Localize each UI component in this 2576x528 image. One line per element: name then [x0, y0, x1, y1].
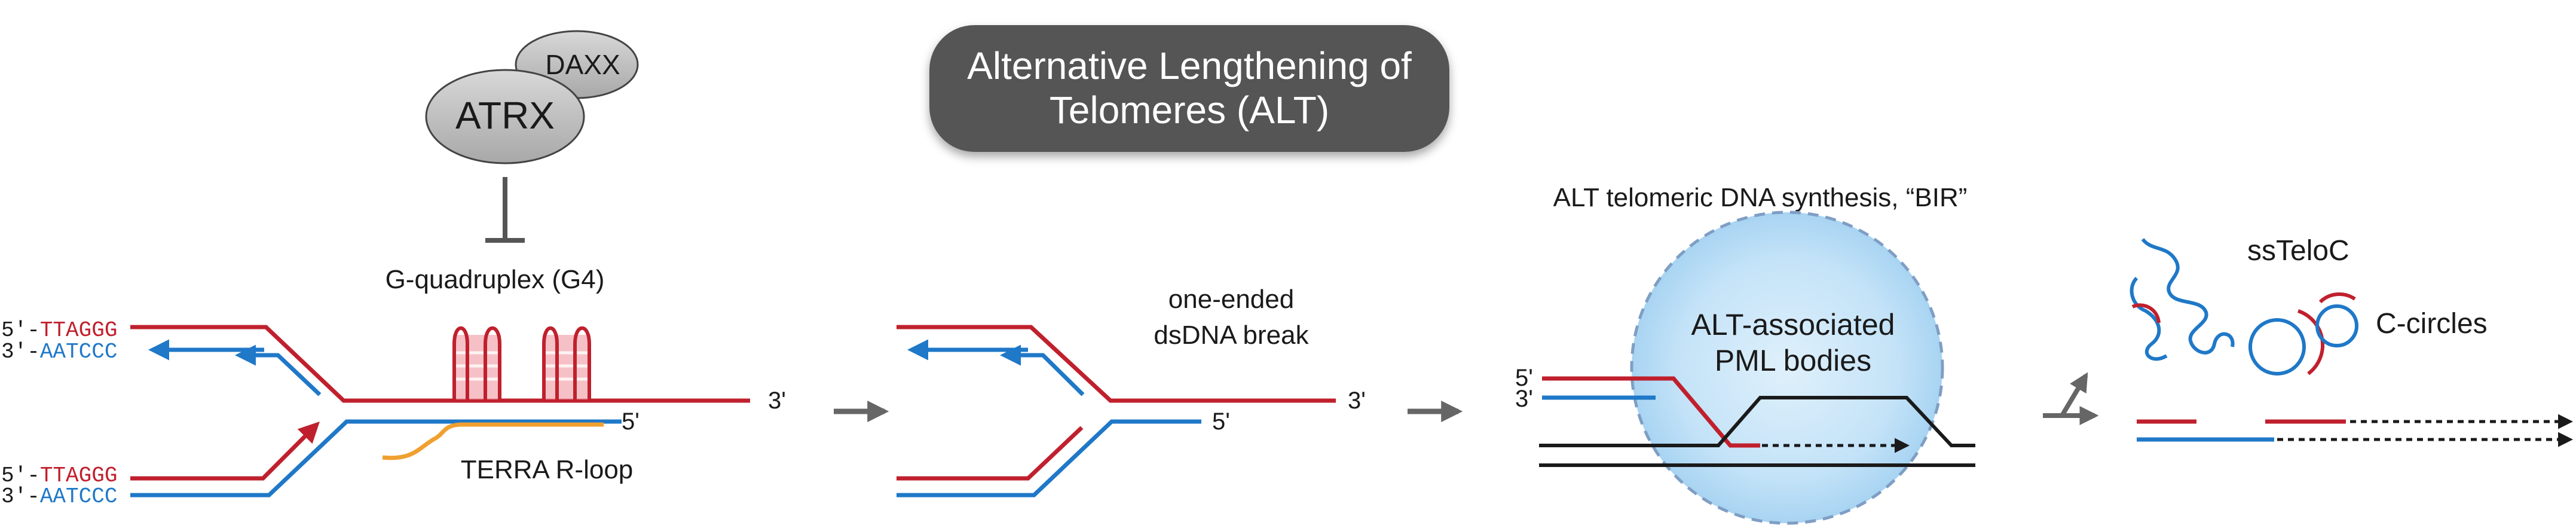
upper-strand-5prime-seq: 5'-TTAGGG — [1, 318, 117, 343]
c-circle-2 — [2315, 292, 2358, 347]
branching-arrow-icon — [2043, 372, 2099, 425]
terra-rloop-label: TERRA R-loop — [461, 455, 634, 484]
p2-end-5prime: 5' — [1212, 408, 1230, 435]
terra-rna — [382, 422, 604, 460]
atrx-protein: ATRX — [425, 69, 585, 164]
bir-heading: ALT telomeric DNA synthesis, “BIR” — [1553, 183, 1968, 212]
upper-g-strand — [130, 325, 750, 403]
p3-template-top — [1539, 396, 1975, 447]
p2-upper-g-strand — [897, 325, 1336, 403]
p3-5prime-label: 5' — [1515, 365, 1533, 391]
lower-strand-3prime-seq: 3'-AATCCC — [1, 484, 117, 509]
ssteloc-squiggle — [2130, 238, 2208, 361]
upper-strand-3prime-seq: 3'-AATCCC — [1, 340, 117, 364]
g4-loop-2 — [542, 326, 591, 401]
p2-upper-c-strand-right — [1000, 344, 1085, 396]
title-box: Alternative Lengthening of Telomeres (AL… — [929, 25, 1449, 152]
g4-label: G-quadruplex (G4) — [386, 265, 605, 294]
c-circle-1 — [2248, 309, 2325, 376]
p3-3prime-label: 3' — [1515, 386, 1533, 412]
p3-invading-g-strand — [1542, 376, 1760, 448]
lower-strand-5prime-seq: 5'-TTAGGG — [1, 463, 117, 488]
panel-bir: ALT telomeric DNA synthesis, “BIR” ALT-a… — [1515, 183, 1975, 525]
panel-dsdna-break: one-ended dsDNA break 3' 5' — [897, 285, 1366, 498]
end-3prime-label: 3' — [768, 387, 786, 414]
panel-atrx-g4: DAXX ATRX G-quadruplex (G4) 5' — [1, 30, 786, 509]
g-quadruplex-structures — [452, 326, 591, 401]
c-circles-label: C-circles — [2376, 308, 2488, 340]
title-line-2: Telomeres (ALT) — [1050, 88, 1329, 132]
p2-break-label-2: dsDNA break — [1154, 321, 1309, 350]
ssteloc-squiggle-2 — [2189, 332, 2235, 355]
lower-c-strand — [130, 419, 622, 498]
g4-loop-1 — [452, 326, 501, 401]
t-bar-inhibition-icon — [485, 177, 525, 243]
lower-g-strand — [130, 422, 320, 481]
title-line-1: Alternative Lengthening of — [967, 44, 1412, 87]
upper-c-strand-right — [235, 344, 322, 396]
daxx-label: DAXX — [545, 49, 620, 80]
p2-break-label-1: one-ended — [1168, 285, 1294, 314]
ssteloc-red-fragment — [2131, 303, 2161, 323]
rna-5prime-label: 5' — [622, 408, 640, 435]
p2-lower-c-strand — [897, 419, 1201, 498]
atrx-label: ATRX — [455, 94, 555, 137]
p2-end-3prime: 3' — [1348, 387, 1366, 414]
panel-products: ssTeloC C-circles — [2130, 235, 2573, 447]
pml-label-2: PML bodies — [1715, 344, 1871, 377]
pml-label-1: ALT-associated — [1691, 308, 1895, 341]
ssteloc-label: ssTeloC — [2247, 235, 2349, 267]
p2-lower-g-strand — [897, 426, 1084, 481]
